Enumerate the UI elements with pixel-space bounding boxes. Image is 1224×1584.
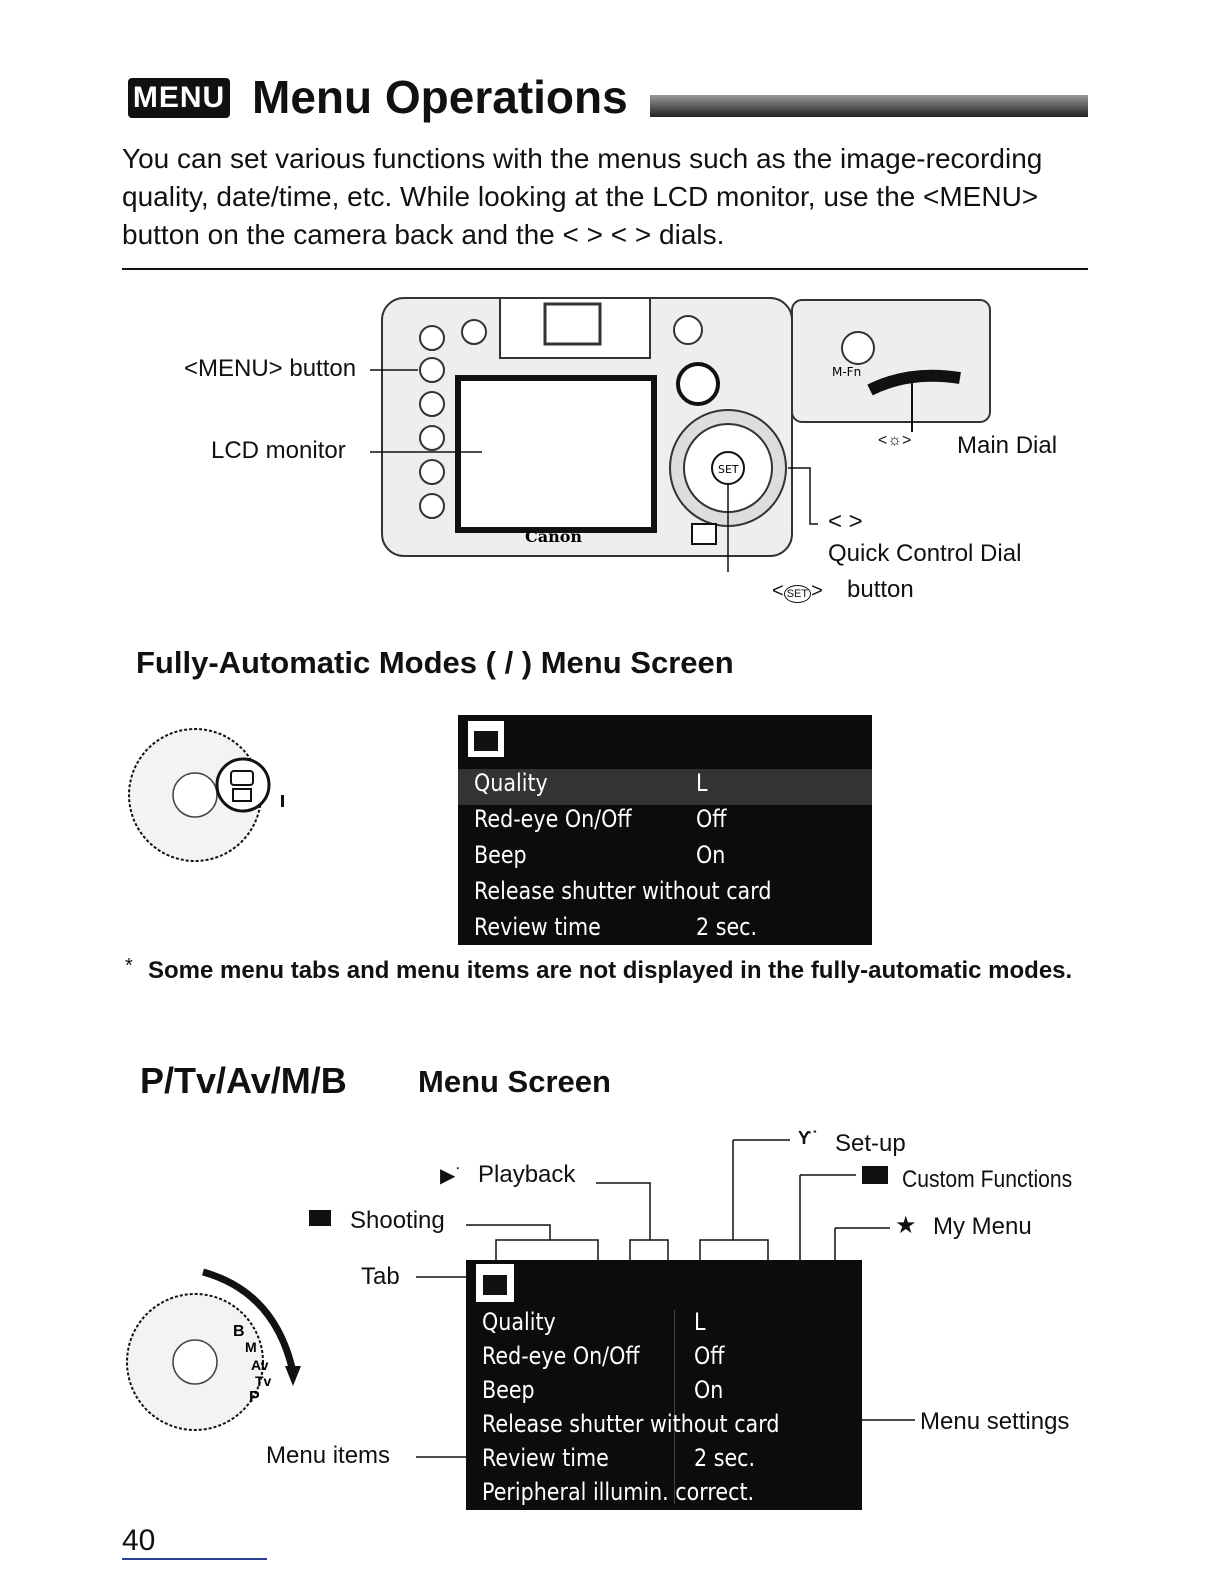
playback-icon: ▶˙ <box>440 1165 463 1187</box>
menu-settings-label: Menu settings <box>920 1408 1070 1435</box>
set-button-icon: <SET> <box>772 580 823 603</box>
menu-button-label: <MENU> button <box>184 355 357 382</box>
title-bar <box>650 95 1088 117</box>
lcd-monitor-label: LCD monitor <box>211 437 346 464</box>
page-number-underline <box>122 1558 267 1560</box>
divider <box>122 268 1088 270</box>
menu-item[interactable]: Review time <box>474 913 601 941</box>
menu-item[interactable]: Peripheral illumin. correct. <box>482 1478 755 1506</box>
asterisk: * <box>125 955 133 977</box>
menu-items-label: Menu items <box>266 1442 391 1469</box>
pasm-menu-screen: Quality L Red-eye On/Off Off Beep On Rel… <box>466 1260 862 1510</box>
shooting-tab-icon[interactable] <box>476 1264 514 1302</box>
menu-item[interactable]: Quality <box>482 1308 556 1336</box>
menu-badge: MENU <box>128 78 230 118</box>
quick-control-dial-label: Quick Control Dial <box>828 540 1022 567</box>
star-icon: ★ <box>895 1212 917 1239</box>
svg-text:B: B <box>233 1323 245 1340</box>
setup-icon: Ƴ˙ <box>798 1128 818 1148</box>
page-number: 40 <box>122 1524 156 1557</box>
menu-item[interactable]: Beep <box>482 1376 535 1404</box>
auto-menu-screen: Quality L Red-eye On/Off Off Beep On Rel… <box>458 715 872 945</box>
section2-title: Menu Screen <box>418 1064 611 1099</box>
menu-item[interactable]: Beep <box>474 841 527 869</box>
svg-text:P: P <box>249 1389 260 1406</box>
section1-title: Fully-Automatic Modes ( / ) Menu Screen <box>136 645 734 680</box>
camera-back-illustration: Canon SET M-Fn <box>370 297 991 572</box>
svg-text:Canon: Canon <box>525 527 582 546</box>
svg-text:M: M <box>245 1339 257 1355</box>
main-dial-icon: <☼> <box>878 432 912 449</box>
tab-label: Tab <box>361 1263 400 1290</box>
menu-item[interactable]: Review time <box>482 1444 609 1472</box>
svg-text:SET: SET <box>718 463 739 476</box>
my-menu-label: My Menu <box>933 1213 1032 1240</box>
custom-functions-label: Custom Functions <box>902 1166 1073 1193</box>
custom-functions-icon <box>862 1166 888 1184</box>
shooting-icon <box>309 1210 331 1226</box>
svg-text:Tv: Tv <box>255 1373 272 1389</box>
note-text: Some menu tabs and menu items are not di… <box>148 957 1073 984</box>
shooting-label: Shooting <box>350 1207 445 1234</box>
set-button-label: button <box>847 576 914 603</box>
playback-label: Playback <box>478 1161 576 1188</box>
svg-text:Av: Av <box>251 1357 269 1373</box>
page-title: Menu Operations <box>252 71 628 123</box>
section2-modes: P/Tv/Av/M/B <box>140 1060 347 1101</box>
main-dial-label: Main Dial <box>957 432 1058 459</box>
mode-dial-auto-icon <box>128 728 284 862</box>
menu-item[interactable]: Release shutter without card <box>474 877 772 905</box>
qcd-icon: < > <box>828 508 863 535</box>
setup-label: Set-up <box>835 1130 906 1157</box>
menu-item[interactable]: Red-eye On/Off <box>474 805 632 833</box>
mode-dial-pasm-icon: B M Av Tv P <box>126 1268 301 1431</box>
menu-item[interactable]: Release shutter without card <box>482 1410 780 1438</box>
shooting-tab-icon[interactable] <box>468 721 504 757</box>
intro-text: You can set various functions with the m… <box>122 143 1043 250</box>
menu-item[interactable]: Quality <box>474 769 548 797</box>
menu-item[interactable]: Red-eye On/Off <box>482 1342 640 1370</box>
callout-lines <box>416 1139 915 1458</box>
svg-text:M-Fn: M-Fn <box>832 365 861 379</box>
